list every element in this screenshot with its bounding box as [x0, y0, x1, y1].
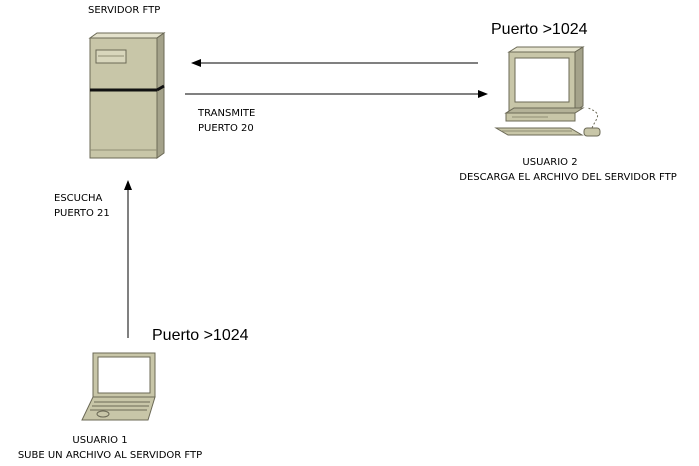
laptop-computer-icon: [81, 352, 156, 421]
listen-label-line1: ESCUCHA: [54, 193, 103, 204]
user1-description: SUBE UN ARCHIVO AL SERVIDOR FTP: [17, 450, 203, 461]
transmit-label-line2: PUERTO 20: [198, 123, 254, 134]
transmit-label-line1: TRANSMITE: [198, 108, 256, 119]
user1-name: USUARIO 1: [72, 435, 128, 446]
user2-name: USUARIO 2: [522, 157, 578, 168]
user2-port-label: Puerto >1024: [491, 21, 588, 38]
listen-label-line2: PUERTO 21: [54, 208, 110, 219]
ftp-server-icon: [88, 32, 166, 159]
desktop-computer-icon: [494, 46, 601, 137]
user1-port-label: Puerto >1024: [152, 327, 249, 344]
user2-description: DESCARGA EL ARCHIVO DEL SERVIDOR FTP: [459, 172, 677, 183]
server-title: SERVIDOR FTP: [88, 5, 161, 16]
